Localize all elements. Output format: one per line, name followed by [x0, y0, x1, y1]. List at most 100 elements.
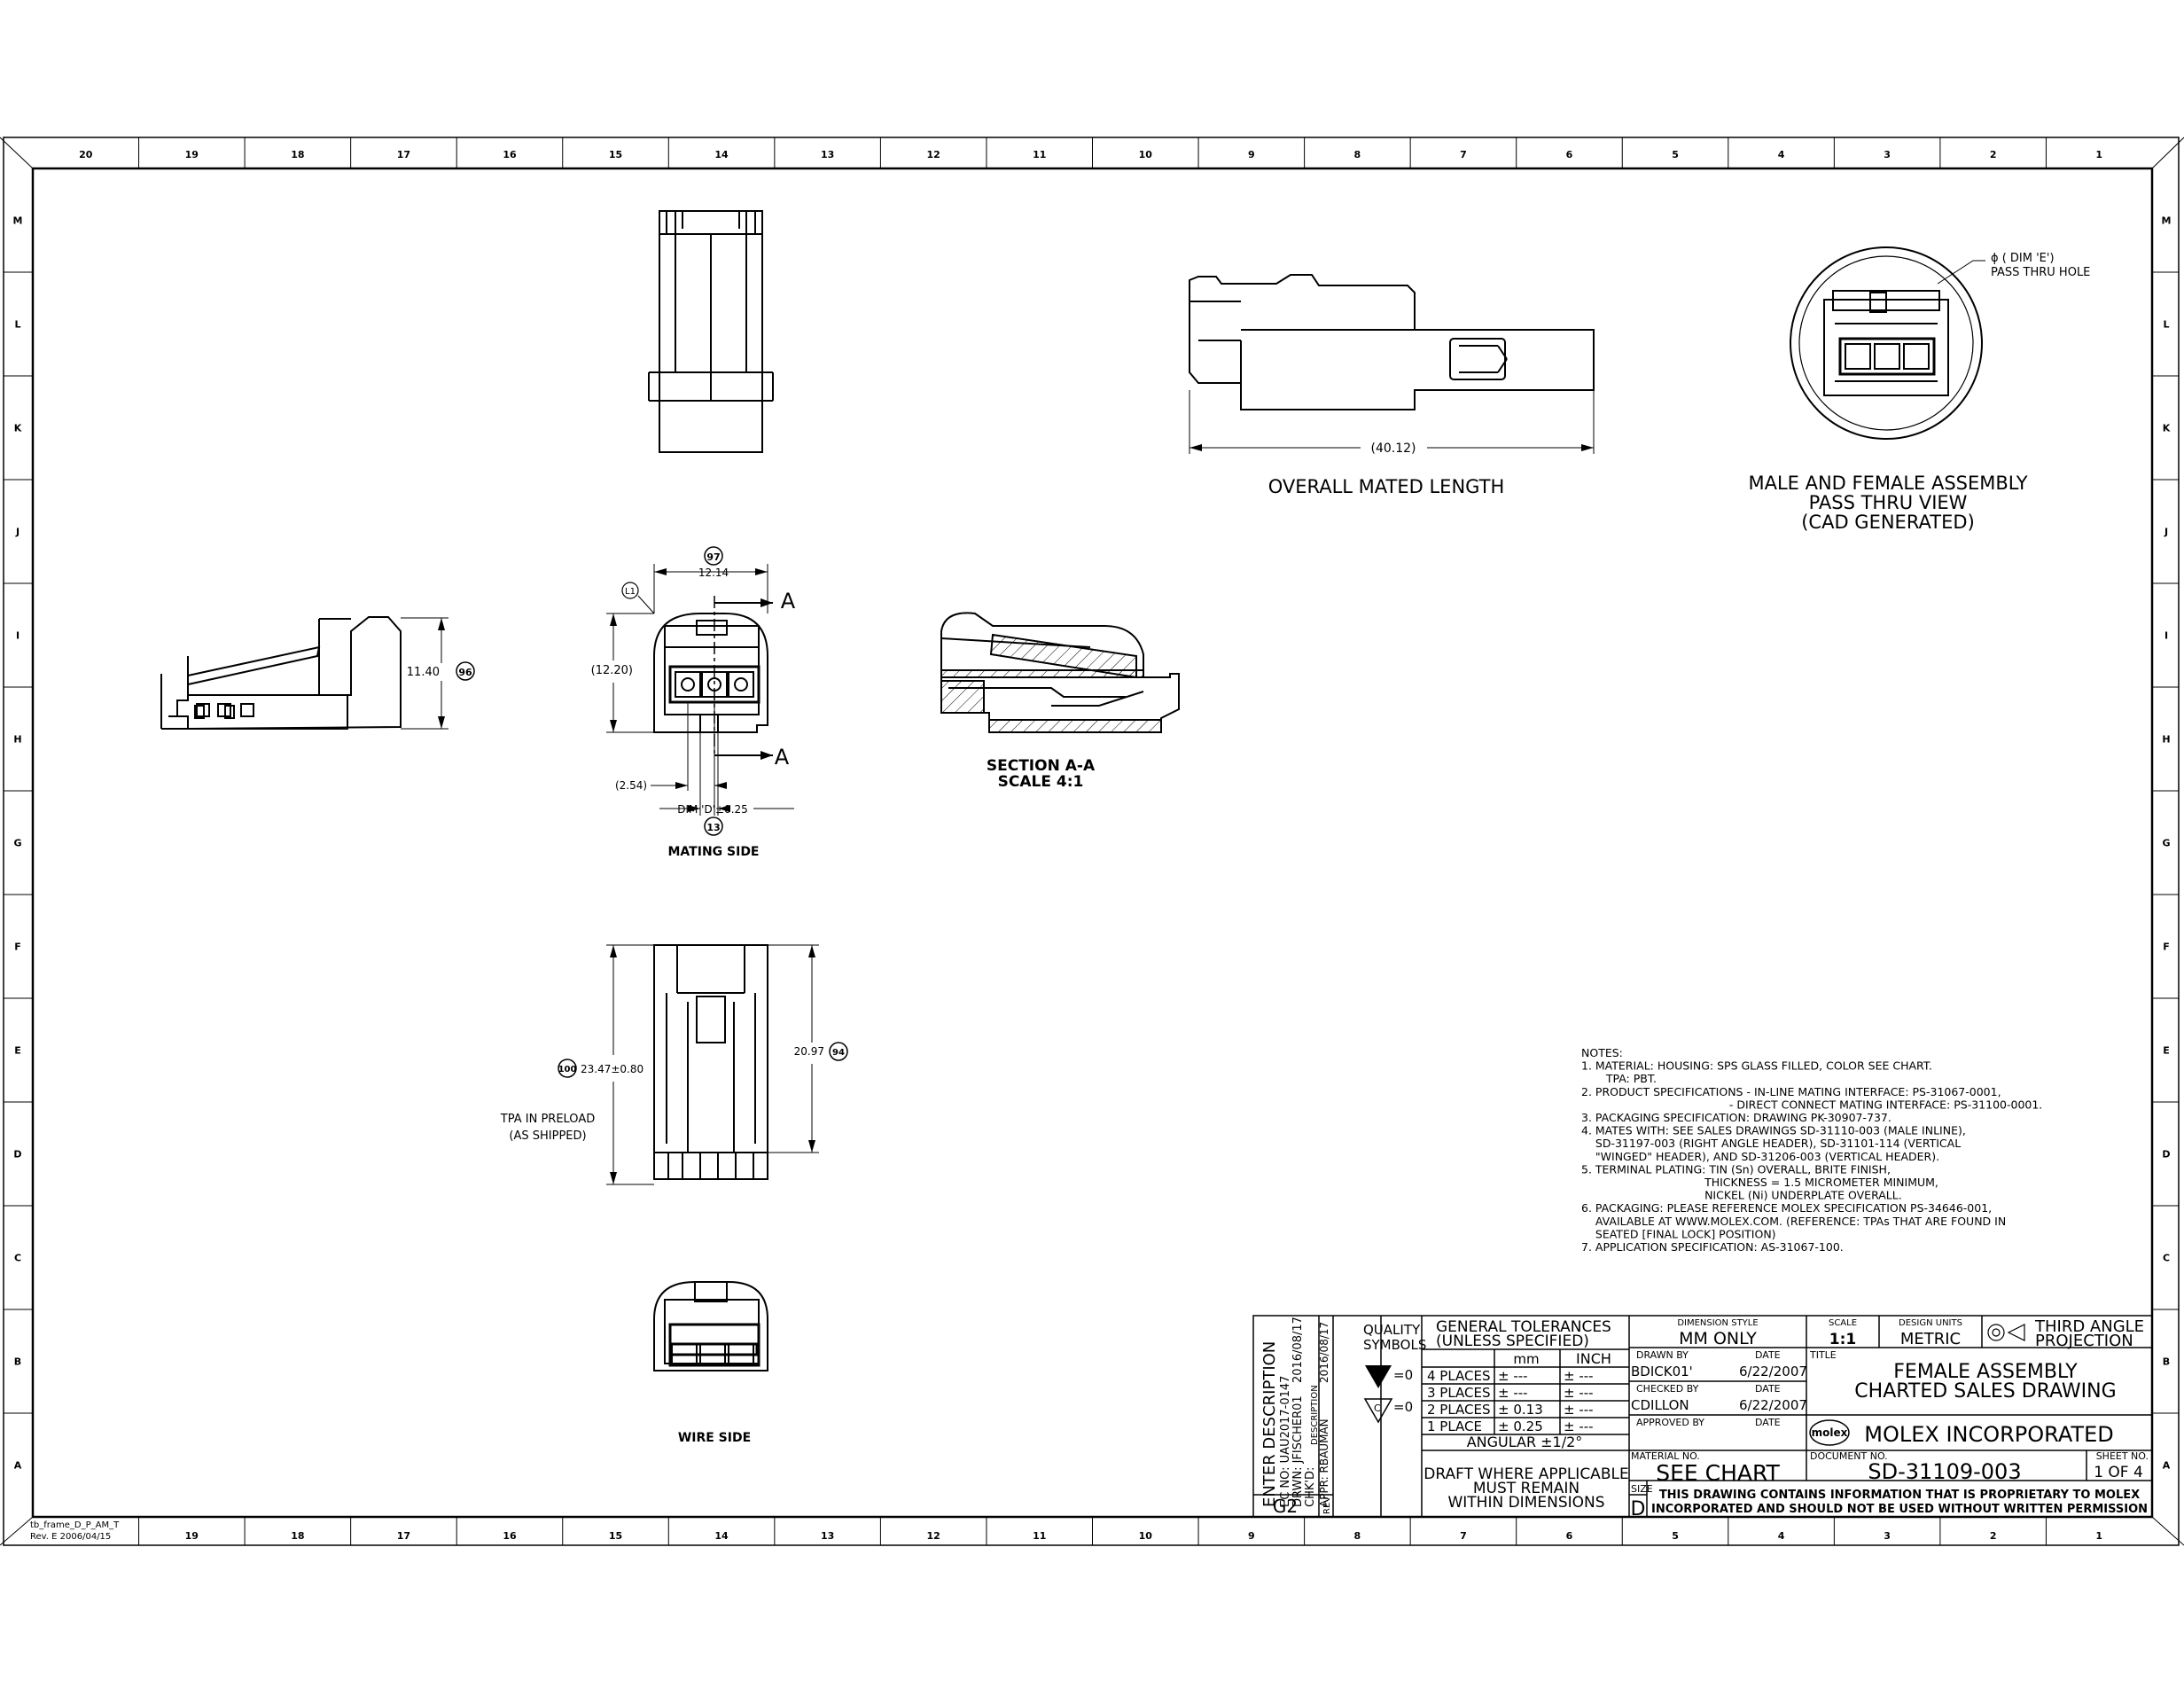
tol-angular: ANGULAR ±1/2° [1467, 1434, 1583, 1450]
proprietary-2: INCORPORATED AND SHOULD NOT BE USED WITH… [1651, 1503, 2148, 1516]
border-column-label-bottom: 5 [1672, 1530, 1679, 1542]
tpa-label-1: TPA IN PRELOAD [500, 1113, 595, 1126]
pass-thru-callout-leader: ϕ ( DIM 'E') PASS THRU HOLE [1937, 252, 2090, 285]
draft-3: WITHIN DIMENSIONS [1447, 1494, 1604, 1512]
quality-eq-2: =0 [1393, 1399, 1413, 1415]
border-column-label-top: 11 [1033, 149, 1046, 160]
border-column-label-top: 8 [1354, 149, 1361, 160]
quality-eq-1: =0 [1393, 1367, 1413, 1383]
border-row-label-left: J [15, 527, 20, 538]
pass-thru-view [1790, 246, 1983, 440]
border-row-label-right: I [2164, 630, 2168, 642]
tol-row-mm: ± 0.13 [1498, 1402, 1543, 1418]
scale-value: 1:1 [1829, 1331, 1856, 1348]
border-column-label-top: 19 [185, 149, 199, 160]
border-row-label-right: J [2164, 527, 2168, 538]
note-line: NICKEL (Ni) UNDERPLATE OVERALL. [1581, 1189, 1902, 1202]
tol-row-place: 1 PLACE [1427, 1418, 1482, 1434]
side-height-value: 11.40 [407, 666, 440, 679]
border-column-label-bottom: 14 [714, 1530, 729, 1542]
border-row-label-left: G [13, 838, 21, 849]
border-column-label-bottom: 3 [1884, 1530, 1891, 1542]
rev-appr: APPR: RBAUMAN [1318, 1418, 1330, 1507]
drawn-by-value: BDICK01' [1631, 1364, 1693, 1379]
side-height-balloon: 96 [458, 667, 472, 678]
border-column-label-bottom: 19 [185, 1530, 199, 1542]
molex-logo-text: molex [1812, 1426, 1848, 1439]
tol-row-inch: ± --- [1564, 1402, 1594, 1418]
checked-date-value: 6/22/2007 [1739, 1397, 1807, 1413]
border-column-label-top: 15 [609, 149, 622, 160]
border-column-label-bottom: 6 [1566, 1530, 1573, 1542]
border-column-label-bottom: 4 [1778, 1530, 1785, 1542]
dim-style-value: MM ONLY [1679, 1329, 1757, 1348]
tol-row-place: 3 PLACES [1427, 1385, 1491, 1401]
border-column-label-top: 12 [927, 149, 940, 160]
border-column-label-top: 5 [1672, 149, 1679, 160]
mating-l1-balloon: L1 [625, 587, 636, 597]
mated-assembly-view [1189, 274, 1595, 410]
tol-row-inch: ± --- [1564, 1385, 1594, 1401]
top-inner-value: 20.97 [794, 1045, 824, 1058]
border-row-label-left: A [14, 1460, 22, 1472]
section-mark-a-bottom: A [775, 745, 790, 770]
border-column-label-top: 4 [1778, 149, 1785, 160]
border-row-label-right: C [2163, 1253, 2170, 1264]
projection-1: THIRD ANGLE [2034, 1317, 2144, 1336]
border-row-label-right: M [2162, 215, 2172, 227]
dim-style-label: DIMENSION STYLE [1677, 1318, 1758, 1328]
rev-value: G2 [1273, 1496, 1298, 1517]
tol-row-place: 2 PLACES [1427, 1402, 1491, 1418]
border-column-label-top: 7 [1460, 149, 1467, 160]
tol-inch-header: INCH [1576, 1350, 1611, 1367]
border-column-label-top: 16 [503, 149, 517, 160]
tpa-label-2: (AS SHIPPED) [509, 1129, 586, 1143]
tol-mm-header: mm [1513, 1351, 1539, 1367]
quality-symbols-1: QUALITY [1363, 1322, 1421, 1338]
document-value: SD-31109-003 [1868, 1459, 2021, 1484]
border-column-label-bottom: 17 [397, 1530, 410, 1542]
top-inner-balloon: 94 [832, 1048, 845, 1058]
tol-row-mm: ± --- [1498, 1385, 1528, 1401]
rev-enter-description: ENTER DESCRIPTION [1260, 1341, 1279, 1507]
note-line: SEATED [FINAL LOCK] POSITION) [1581, 1227, 1776, 1240]
mating-dim-d-balloon: 13 [706, 822, 720, 833]
note-line: SD-31197-003 (RIGHT ANGLE HEADER), SD-31… [1581, 1137, 1961, 1150]
mating-dim-d: DIM 'D'±0.25 [677, 803, 748, 816]
projection-icon [1987, 1324, 2025, 1341]
border-column-label-bottom: 11 [1033, 1530, 1046, 1542]
border-column-label-top: 6 [1566, 149, 1573, 160]
border-row-label-left: H [13, 734, 21, 746]
document-label: DOCUMENT NO. [1810, 1450, 1888, 1462]
overall-length-value: (40.12) [1370, 442, 1416, 456]
pass-thru-callout-1: ϕ ( DIM 'E') [1991, 252, 2055, 265]
side-height-dimension: 11.40 96 [401, 617, 475, 730]
section-label-1: SECTION A-A [987, 757, 1096, 775]
note-line: TPA: PBT. [1581, 1072, 1657, 1085]
top-length-balloon: 100 [558, 1065, 577, 1075]
border-row-label-left: B [14, 1356, 21, 1368]
note-line: 6. PACKAGING: PLEASE REFERENCE MOLEX SPE… [1581, 1201, 1992, 1215]
projection-2: PROJECTION [2035, 1332, 2133, 1350]
section-a-a-view [940, 612, 1180, 733]
border-row-label-left: D [13, 1149, 21, 1160]
side-view [160, 616, 402, 730]
approved-date-label: DATE [1755, 1417, 1781, 1428]
top-view-dimensions: 100 23.47±0.80 20.97 94 [558, 944, 848, 1185]
note-line: - DIRECT CONNECT MATING INTERFACE: PS-31… [1581, 1098, 2042, 1111]
overall-mated-length-label: OVERALL MATED LENGTH [1268, 476, 1505, 497]
checked-by-label: CHECKED BY [1636, 1383, 1699, 1395]
overall-length-dimension: (40.12) [1189, 390, 1595, 456]
quality-c-glyph: C [1374, 1403, 1381, 1414]
border-column-label-bottom: 10 [1139, 1530, 1153, 1542]
approved-by-label: APPROVED BY [1636, 1417, 1704, 1428]
wire-side-view [653, 1281, 768, 1372]
drawn-date-label: DATE [1755, 1349, 1781, 1361]
rev-ec-no: EC NO: UAU2017-0147 [1279, 1376, 1292, 1507]
rev-description-label: DESCRIPTION [1310, 1385, 1320, 1445]
drawn-date-value: 6/22/2007 [1739, 1364, 1807, 1379]
mating-width-value: 12.14 [698, 567, 729, 579]
note-line: 4. MATES WITH: SEE SALES DRAWINGS SD-311… [1581, 1124, 1966, 1137]
